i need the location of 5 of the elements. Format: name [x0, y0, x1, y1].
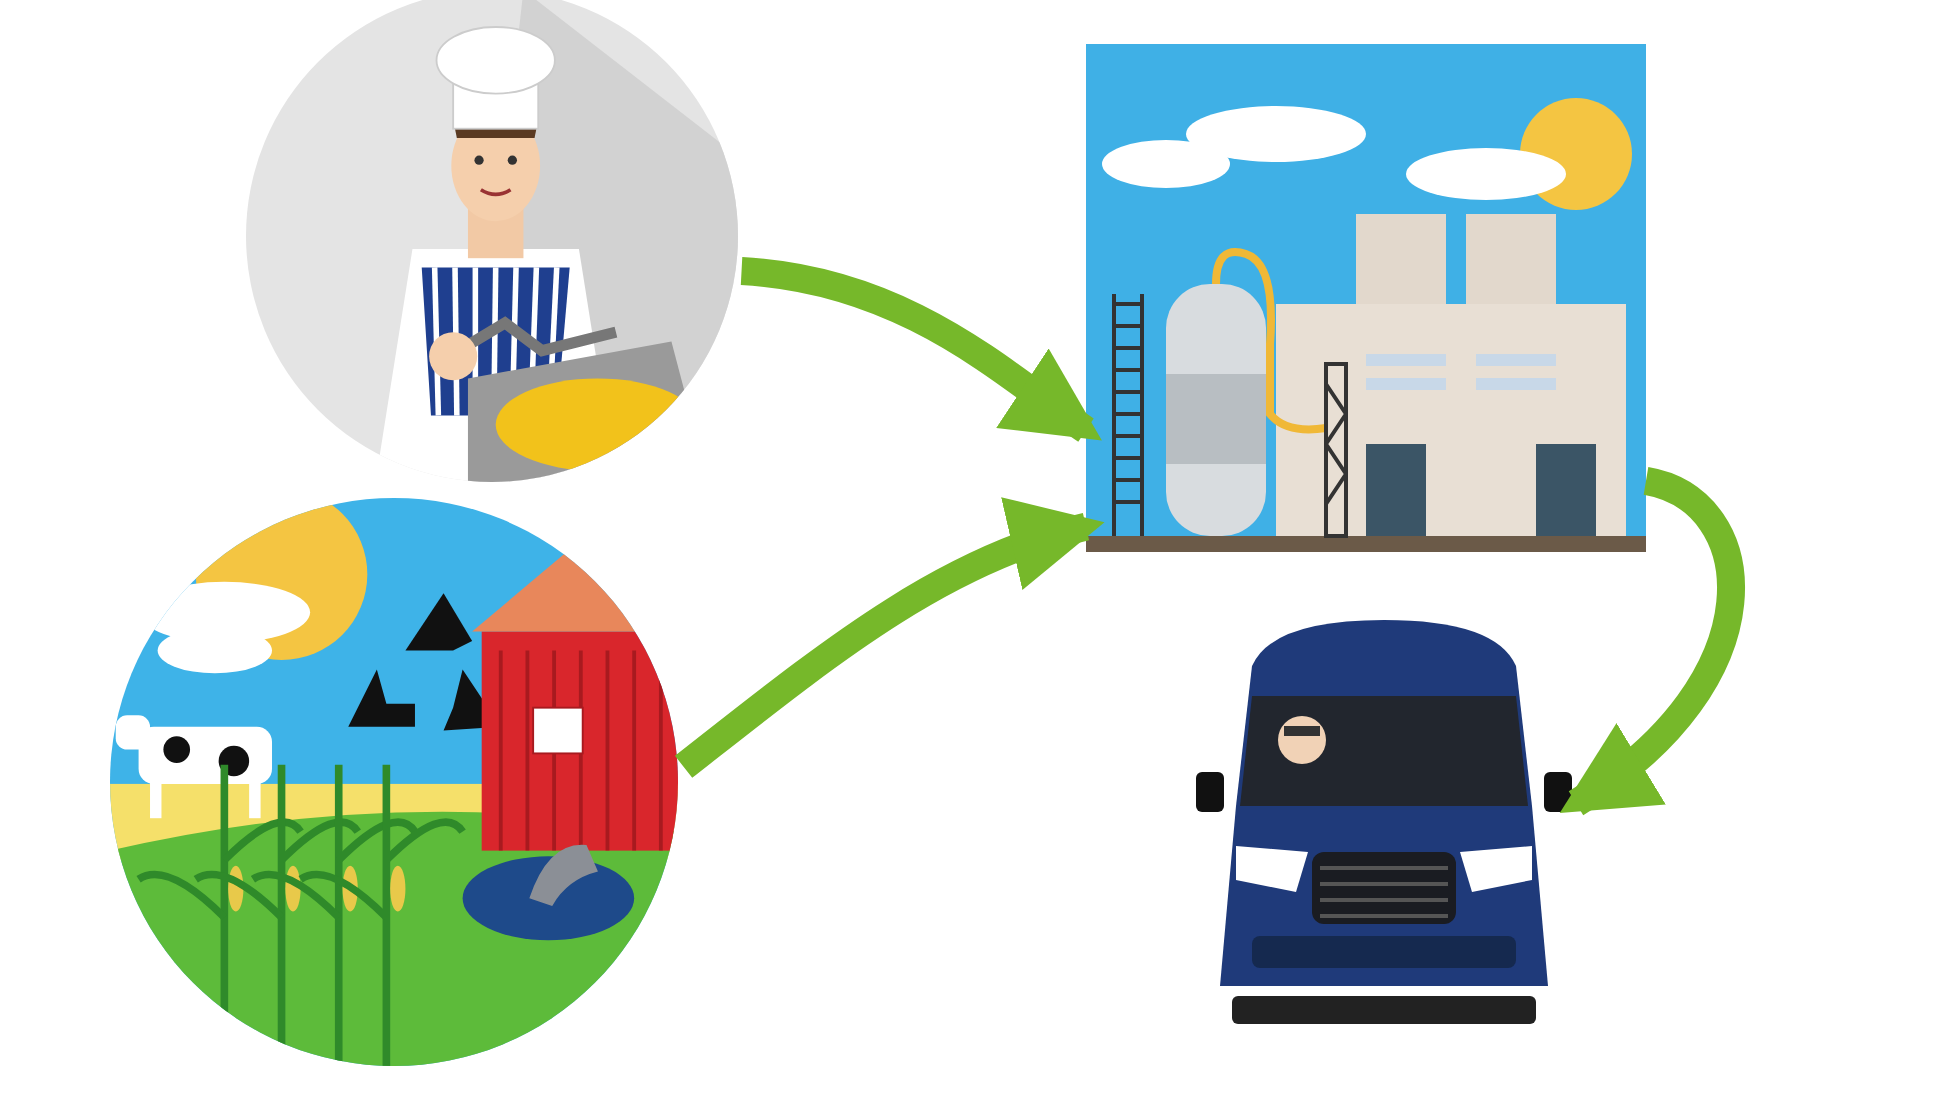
factory-illustration [1086, 44, 1646, 552]
curved-arrow [674, 500, 1105, 778]
chef-illustration [240, 0, 744, 488]
curved-arrow [740, 257, 1102, 442]
farm-illustration [104, 492, 684, 1072]
